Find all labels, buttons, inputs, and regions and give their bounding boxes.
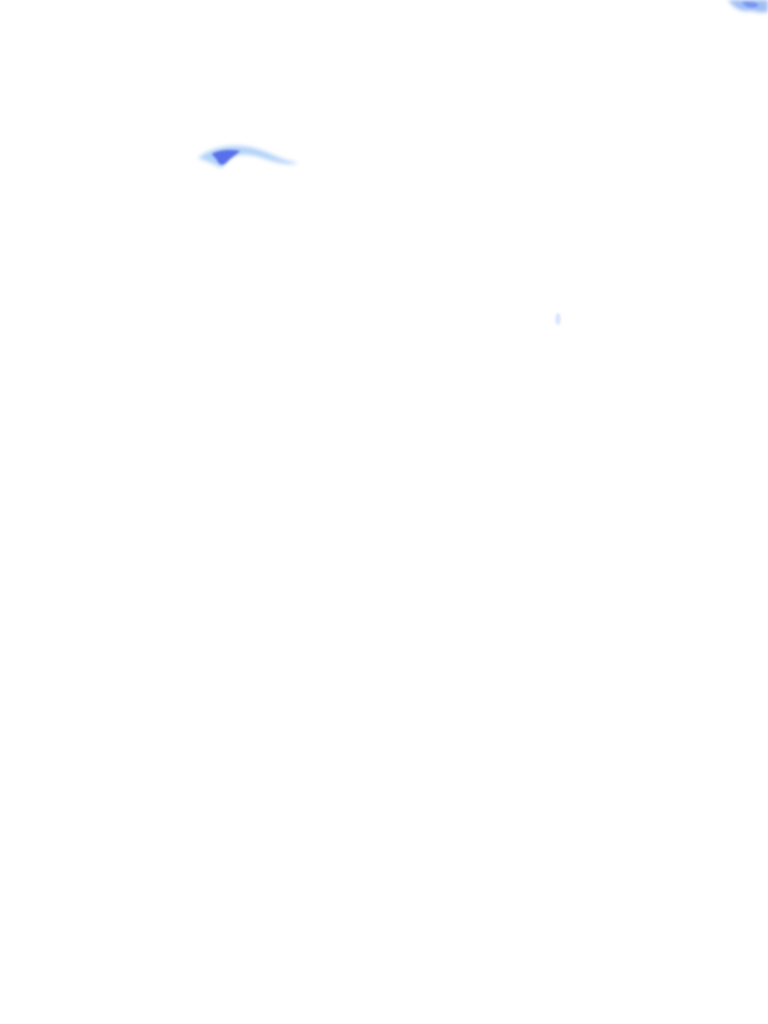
- small-blue-droplet: [555, 313, 561, 325]
- top-right-blue-smudge: [728, 0, 768, 13]
- left-blue-streak: [198, 145, 298, 168]
- left-blue-streak-core: [212, 150, 240, 165]
